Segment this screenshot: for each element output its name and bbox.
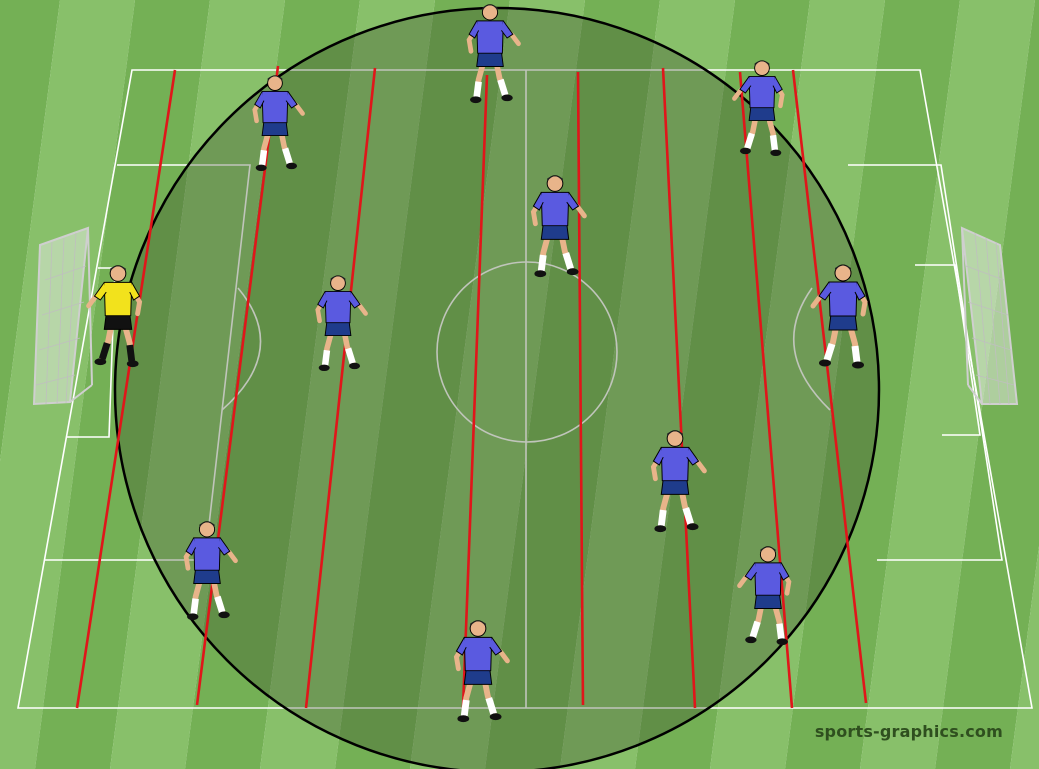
left-goal: [32, 226, 93, 406]
grass-stripe: [185, 0, 360, 769]
player-figure: [183, 521, 238, 621]
grass-stripe: [635, 0, 810, 769]
red-marker-line: [461, 74, 489, 709]
player-figure: [252, 75, 305, 172]
right-penalty-box: [848, 164, 1003, 561]
grass-stripe: [35, 0, 210, 769]
player-figure: [453, 620, 510, 723]
centre-circle: [436, 261, 618, 443]
touchline-boundary: [17, 69, 1033, 709]
red-marker-line: [738, 71, 794, 709]
players: [86, 4, 868, 723]
grass-stripe: [560, 0, 735, 769]
drill-zone-circle: [113, 6, 881, 769]
red-marker-line: [661, 67, 697, 709]
grass-stripe: [860, 0, 1035, 769]
left-penalty-box: [44, 164, 251, 561]
red-marker-line: [791, 69, 868, 704]
player-figure: [737, 546, 792, 646]
goalkeeper-figure: [86, 265, 143, 368]
grass-stripe: [485, 0, 660, 769]
red-marker-line: [195, 65, 280, 706]
left-goal-area: [66, 267, 116, 438]
right-penalty-arc: [793, 287, 831, 411]
grass-stripe: [335, 0, 510, 769]
red-marker-line: [304, 67, 377, 709]
right-goal: [960, 226, 1019, 405]
player-figure: [650, 430, 707, 533]
grass-stripe: [110, 0, 285, 769]
player-figure: [466, 4, 521, 104]
watermark: sports-graphics.com: [814, 722, 1003, 741]
red-marker-line: [75, 69, 177, 709]
red-marker-line: [576, 71, 585, 706]
grass-stripe: [1010, 545, 1039, 769]
grass-stripe: [260, 0, 435, 769]
red-marker-lines: [75, 65, 868, 709]
player-figure: [810, 264, 868, 369]
player-figure: [530, 175, 587, 278]
pitch-markings: [17, 69, 1033, 709]
player-figure: [732, 60, 785, 157]
player-figure: [315, 275, 368, 372]
grass-stripe: [785, 0, 960, 769]
